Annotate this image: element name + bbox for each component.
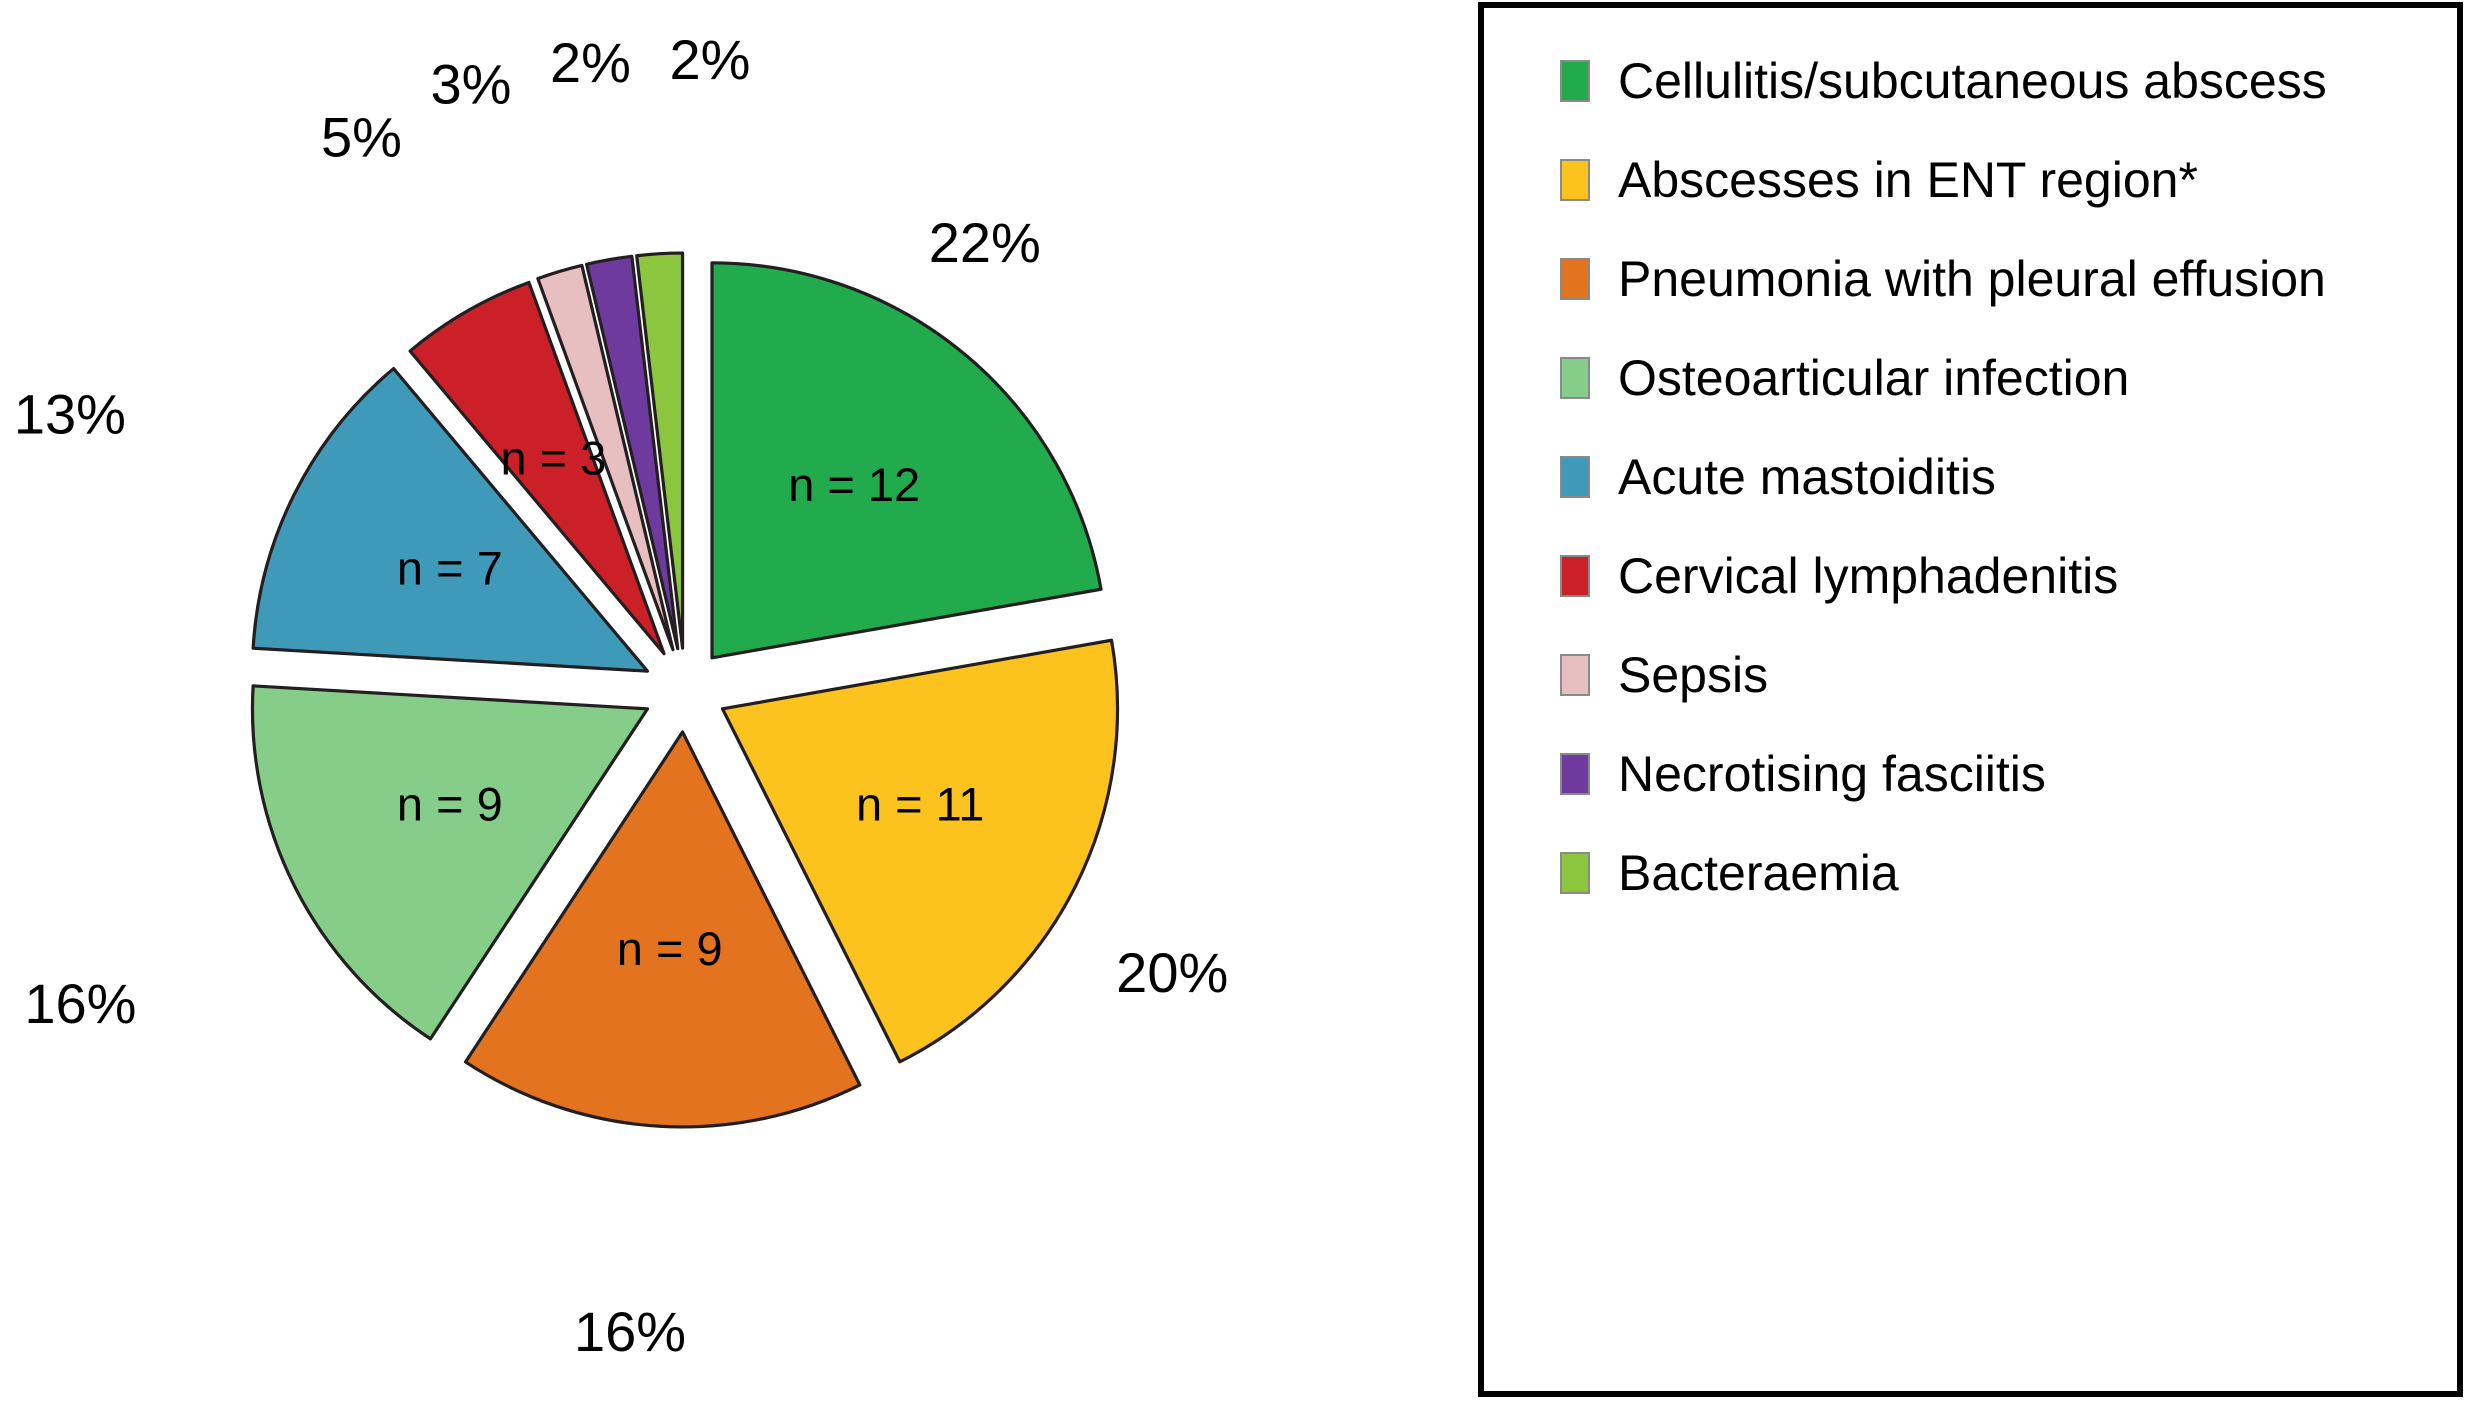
slice-percent-label: 16% (574, 1300, 686, 1363)
pie-slice[interactable] (585, 254, 680, 651)
slice-count-label: n = 9 (397, 778, 503, 831)
legend-item[interactable]: Necrotising fasciitis (1560, 725, 2437, 822)
slice-percent-label: 2% (670, 28, 751, 91)
slice-percent-label: 2% (550, 31, 631, 94)
legend-item[interactable]: Abscesses in ENT region* (1560, 131, 2437, 228)
legend-item-label: Abscesses in ENT region* (1618, 151, 2198, 208)
legend-item-label: Bacteraemia (1618, 844, 1899, 901)
legend-item-label: Pneumonia with pleural effusion (1618, 250, 2326, 307)
pie-slice[interactable] (408, 280, 666, 656)
slice-count-label: n = 11 (856, 778, 985, 831)
legend-item-label: Cellulitis/subcutaneous abscess (1618, 52, 2327, 109)
slice-percent-label: 3% (430, 52, 511, 115)
legend-item-label: Necrotising fasciitis (1618, 745, 2046, 802)
legend-swatch-icon (1560, 257, 1590, 300)
legend-swatch-icon (1560, 158, 1590, 201)
pie-slice[interactable] (251, 366, 650, 673)
slice-count-label: n = 9 (617, 922, 723, 975)
pie-slice[interactable] (463, 730, 862, 1129)
slice-percent-label: 5% (321, 105, 402, 168)
legend-swatch-icon (1560, 59, 1590, 102)
legend-swatch-icon (1560, 851, 1590, 894)
legend-swatch-icon (1560, 653, 1590, 696)
slice-percent-label: 13% (14, 383, 126, 446)
pie-slice[interactable] (720, 638, 1120, 1064)
pie-percent-labels-group: 22% 20% 16% 16% 13% 5% 3% 2% 2% (14, 28, 1228, 1363)
legend-swatch-icon (1560, 356, 1590, 399)
slice-percent-label: 16% (24, 972, 136, 1035)
legend-item[interactable]: Pneumonia with pleural effusion (1560, 230, 2437, 327)
legend-item-label: Osteoarticular infection (1618, 349, 2130, 406)
legend-swatch-icon (1560, 752, 1590, 795)
legend-item-label: Acute mastoiditis (1618, 448, 1996, 505)
legend-swatch-icon (1560, 554, 1590, 597)
legend-item-label: Cervical lymphadenitis (1618, 547, 2119, 604)
pie-inner-labels-group: n = 12 n = 11 n = 9 n = 9 n = 7 n = 3 (397, 431, 985, 975)
slice-count-label: n = 12 (788, 458, 920, 511)
legend-item[interactable]: Sepsis (1560, 626, 2437, 723)
pie-slice[interactable] (536, 263, 675, 652)
legend-item[interactable]: Osteoarticular infection (1560, 329, 2437, 426)
slice-count-label: n = 7 (397, 541, 503, 594)
legend-item[interactable]: Bacteraemia (1560, 824, 2437, 921)
legend-item[interactable]: Acute mastoiditis (1560, 428, 2437, 525)
pie-chart-svg: n = 12 n = 11 n = 9 n = 9 n = 7 n = 3 22% 20% 1… (14, 28, 1228, 1363)
slice-percent-label: 20% (1116, 941, 1228, 1004)
legend-item-label: Sepsis (1618, 646, 1769, 703)
pie-slice[interactable] (710, 261, 1103, 660)
legend-swatch-icon (1560, 455, 1590, 498)
legend-item[interactable]: Cervical lymphadenitis (1560, 527, 2437, 624)
pie-chart-panel: n = 12 n = 11 n = 9 n = 9 n = 7 n = 3 22% 20% 1… (14, 28, 1228, 1363)
legend-item[interactable]: Cellulitis/subcutaneous abscess (1560, 32, 2437, 129)
slice-percent-label: 22% (929, 211, 1041, 274)
pie-slices-group (250, 251, 1120, 1129)
pie-slice[interactable] (635, 251, 685, 650)
slice-count-label: n = 3 (500, 431, 606, 484)
pie-slice[interactable] (250, 684, 650, 1041)
